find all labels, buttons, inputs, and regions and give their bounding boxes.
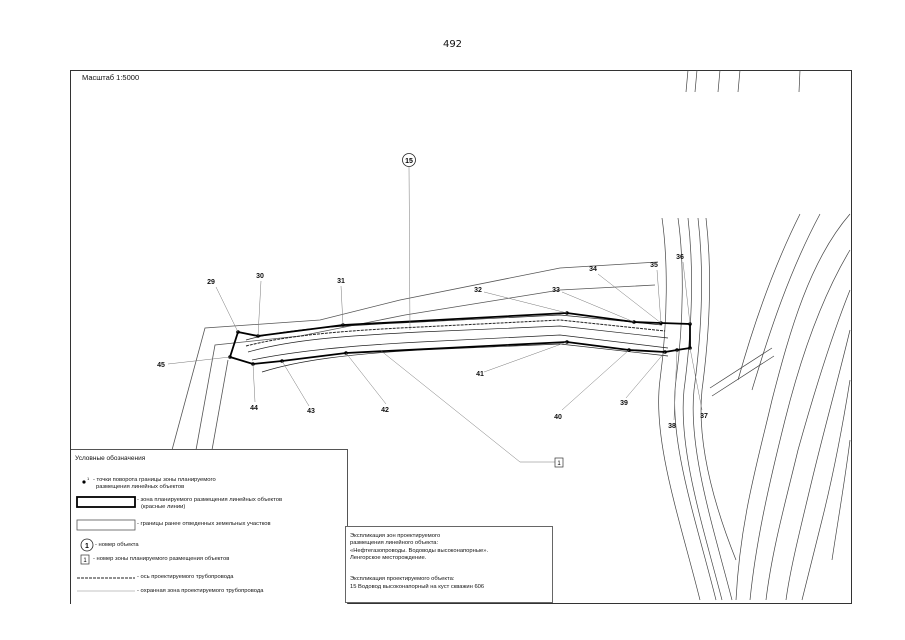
explication-box: Экспликация зон проектируемого размещени… bbox=[345, 526, 553, 603]
legend-parcel-symbol bbox=[76, 519, 136, 531]
point-label-42: 42 bbox=[381, 407, 389, 414]
point-label-40: 40 bbox=[554, 414, 562, 421]
point-label-36: 36 bbox=[676, 254, 684, 261]
explication-line-2: размещения линейного объекта: bbox=[350, 540, 439, 546]
legend-zone-text: - зона планируемого размещения линейных … bbox=[137, 497, 283, 503]
legend-title: Условные обозначения bbox=[75, 455, 146, 462]
explication-line-5: Экспликация проектируемого объекта: bbox=[350, 576, 455, 582]
explication-line-6: 15 Водовод высоконапорный на куст скважи… bbox=[350, 584, 485, 590]
legend-point-symbol bbox=[82, 480, 86, 484]
point-label-39: 39 bbox=[620, 400, 628, 407]
zone-marker-label: 1 bbox=[557, 461, 561, 467]
legend-points-text: - точки поворота границы зоны планируемо… bbox=[93, 477, 216, 483]
point-label-37: 37 bbox=[700, 413, 708, 420]
pipeline bbox=[245, 314, 669, 373]
point-label-30: 30 bbox=[256, 273, 264, 280]
zone-marker-1: 1 bbox=[554, 457, 564, 468]
legend-zone-number-sample: 1 bbox=[83, 558, 87, 564]
point-label-34: 34 bbox=[589, 266, 597, 273]
legend-zone-text-2: (красные линии) bbox=[141, 504, 186, 510]
scale-label: Масштаб 1:5000 bbox=[82, 73, 140, 82]
legend-zone-symbol bbox=[76, 496, 136, 508]
legend-axis-text: - ось проектируемого трубопровода bbox=[137, 574, 234, 580]
parcel-boundaries bbox=[171, 261, 659, 451]
legend-protect-text: - охранная зона проектируемого трубопров… bbox=[137, 588, 264, 594]
explication-line-3: «Нефтегазопроводы. Водоводы высоконапорн… bbox=[350, 548, 489, 554]
legend: Условные обозначения 1 1 1 - точки повор… bbox=[71, 449, 348, 604]
legend-point-sample: 1 bbox=[87, 476, 90, 481]
legend-zone-number-symbol bbox=[80, 554, 90, 565]
leader-lines bbox=[167, 166, 703, 463]
point-label-45: 45 bbox=[157, 362, 165, 369]
legend-parcels-text: - границы ранее отведенных земельных уча… bbox=[137, 521, 271, 527]
terrain-contours bbox=[658, 69, 851, 601]
point-label-32: 32 bbox=[474, 287, 482, 294]
legend-zone-number-text: - номер зоны планируемого размещения объ… bbox=[93, 556, 230, 562]
zone-boundary bbox=[228, 312, 691, 365]
map-frame bbox=[70, 70, 852, 604]
explication-line-4: Ленгорское месторождение. bbox=[350, 555, 427, 561]
point-labels: 29 30 31 32 33 34 35 36 37 38 39 40 41 42 43 44 45 bbox=[157, 254, 708, 430]
point-label-29: 29 bbox=[207, 279, 215, 286]
point-label-33: 33 bbox=[552, 287, 560, 294]
point-label-44: 44 bbox=[250, 405, 258, 412]
legend-points-text-2: размещения линейных объектов bbox=[96, 484, 185, 490]
legend-object-sample: 1 bbox=[85, 543, 89, 550]
legend-object-symbol bbox=[80, 538, 94, 552]
legend-object-number-text: - номер объекта bbox=[95, 542, 139, 548]
point-label-43: 43 bbox=[307, 408, 315, 415]
point-label-41: 41 bbox=[476, 371, 484, 378]
point-label-31: 31 bbox=[337, 278, 345, 285]
object-marker-label: 15 bbox=[405, 158, 413, 165]
point-label-35: 35 bbox=[650, 262, 658, 269]
object-marker-15: 15 bbox=[402, 153, 416, 167]
page-number: 492 bbox=[442, 39, 463, 50]
legend-symbols: 1 1 1 bbox=[76, 476, 136, 592]
point-label-38: 38 bbox=[668, 423, 676, 430]
explication-line-1: Экспликация зон проектируемого bbox=[350, 533, 441, 539]
